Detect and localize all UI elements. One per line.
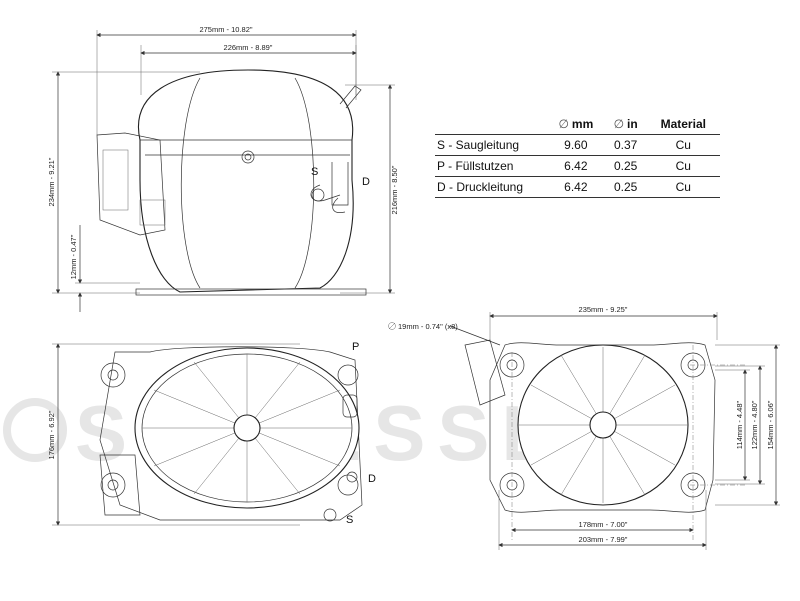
side-label-d: D bbox=[362, 176, 370, 188]
dim-hole-spacing-122: 122mm - 4.80" bbox=[750, 400, 759, 449]
row-material: Cu bbox=[646, 176, 720, 198]
top-label-d: D bbox=[368, 473, 376, 485]
dim-base-width: 235mm - 9.25" bbox=[579, 305, 628, 314]
dim-overall-height: 234mm - 9.21" bbox=[47, 157, 56, 206]
row-in: 0.37 bbox=[604, 134, 647, 156]
table-row: D - Druckleitung 6.42 0.25 Cu bbox=[435, 176, 720, 198]
base-view: 235mm - 9.25" 19mm - 0.74" (x8) bbox=[388, 305, 780, 550]
diameter-icon: ∅ bbox=[613, 117, 625, 131]
connection-spec-table: ∅mm ∅in Material S - Saugleitung 9.60 0.… bbox=[435, 115, 720, 198]
top-view: 176mm - 6.92" bbox=[47, 341, 376, 526]
row-mm: 6.42 bbox=[547, 176, 605, 198]
row-name: D - Druckleitung bbox=[435, 176, 547, 198]
dim-overall-width: 275mm - 10.82" bbox=[199, 25, 252, 34]
dim-spacing-203: 203mm - 7.99" bbox=[579, 535, 628, 544]
dim-hole-spacing-154: 154mm - 6.06" bbox=[766, 400, 775, 449]
row-name: P - Füllstutzen bbox=[435, 155, 547, 177]
row-in: 0.25 bbox=[604, 176, 647, 198]
dim-spacing-178: 178mm - 7.00" bbox=[579, 520, 628, 529]
table-header-row: ∅mm ∅in Material bbox=[435, 115, 720, 135]
row-name: S - Saugleitung bbox=[435, 134, 547, 156]
dim-body-width: 226mm - 8.89" bbox=[224, 43, 273, 52]
dim-body-height: 216mm - 8.50" bbox=[390, 165, 399, 214]
top-label-p: P bbox=[352, 341, 359, 353]
table-header-in: ∅in bbox=[604, 115, 647, 135]
side-view: 275mm - 10.82" 226mm - 8.89" 234mm - 9.2… bbox=[47, 25, 399, 312]
dim-foot-height: 12mm - 0.47" bbox=[69, 234, 78, 279]
row-mm: 6.42 bbox=[547, 155, 605, 177]
row-material: Cu bbox=[646, 134, 720, 156]
dim-hole-spacing-114: 114mm - 4.48" bbox=[735, 400, 744, 449]
top-label-s: S bbox=[346, 514, 353, 526]
diameter-icon: ∅ bbox=[558, 117, 569, 131]
table-header-blank bbox=[435, 115, 547, 135]
table-header-material: Material bbox=[646, 115, 720, 135]
table-row: P - Füllstutzen 6.42 0.25 Cu bbox=[435, 155, 720, 177]
side-label-s: S bbox=[311, 166, 318, 178]
row-mm: 9.60 bbox=[547, 134, 605, 156]
table-row: S - Saugleitung 9.60 0.37 Cu bbox=[435, 134, 720, 156]
table-header-mm: ∅mm bbox=[547, 115, 605, 135]
dim-depth: 176mm - 6.92" bbox=[47, 410, 56, 459]
row-material: Cu bbox=[646, 155, 720, 177]
top-view-radials bbox=[142, 354, 352, 502]
dim-hole: 19mm - 0.74" (x8) bbox=[398, 322, 458, 331]
row-in: 0.25 bbox=[604, 155, 647, 177]
